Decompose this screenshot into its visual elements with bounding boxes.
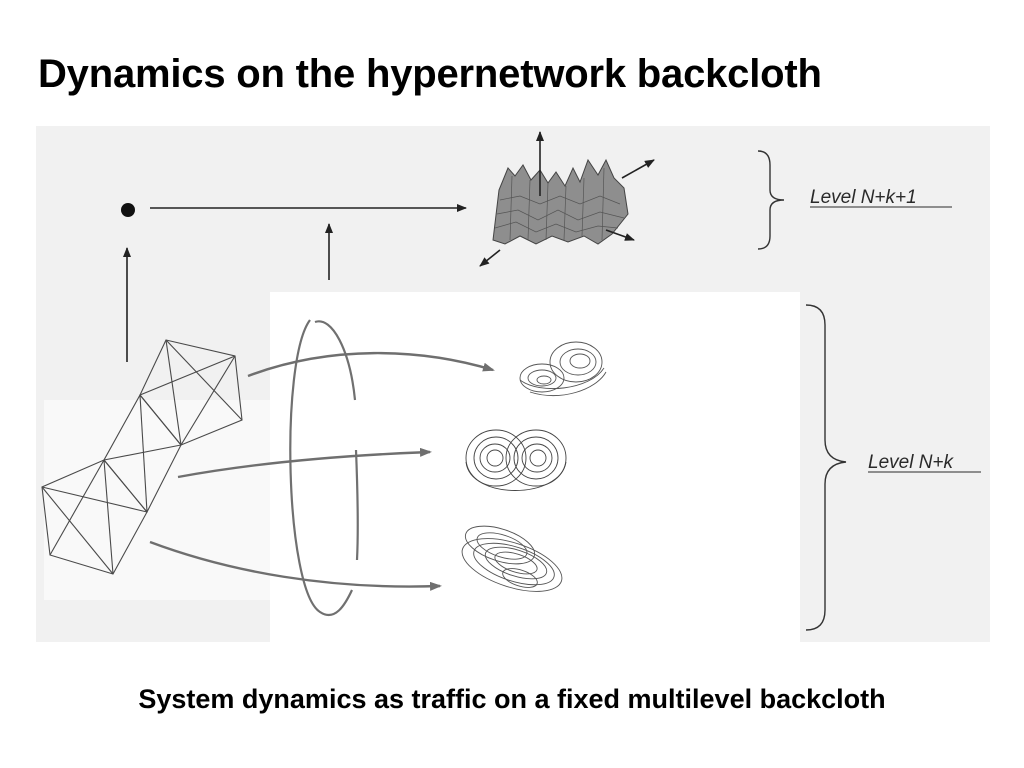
hypernetwork-to-attractor-arrow-top — [247, 351, 495, 378]
hypernetwork-simplices — [41, 339, 243, 575]
attractor-icon-bottom — [461, 525, 563, 592]
dynamics-loop — [289, 319, 359, 616]
lower-level-white-panel-left — [44, 400, 284, 600]
slide-title: Dynamics on the hypernetwork backcloth — [38, 52, 822, 96]
lower-level-white-panel — [270, 292, 800, 642]
attractor-icon-middle — [465, 429, 567, 491]
summary-node-dot — [121, 203, 135, 217]
upper-level-brace — [757, 150, 785, 250]
hypernetwork-to-attractor-arrow-middle — [177, 447, 432, 479]
attractor-icon-top — [519, 341, 607, 396]
lower-level-label: Level N+k — [868, 452, 955, 473]
lower-level-brace — [805, 304, 847, 631]
slide-caption: System dynamics as traffic on a fixed mu… — [138, 684, 886, 714]
surface-plot-icon — [479, 131, 655, 267]
hypernetwork-to-attractor-arrow-bottom — [149, 540, 442, 591]
upper-level-label: Level N+k+1 — [810, 187, 917, 208]
